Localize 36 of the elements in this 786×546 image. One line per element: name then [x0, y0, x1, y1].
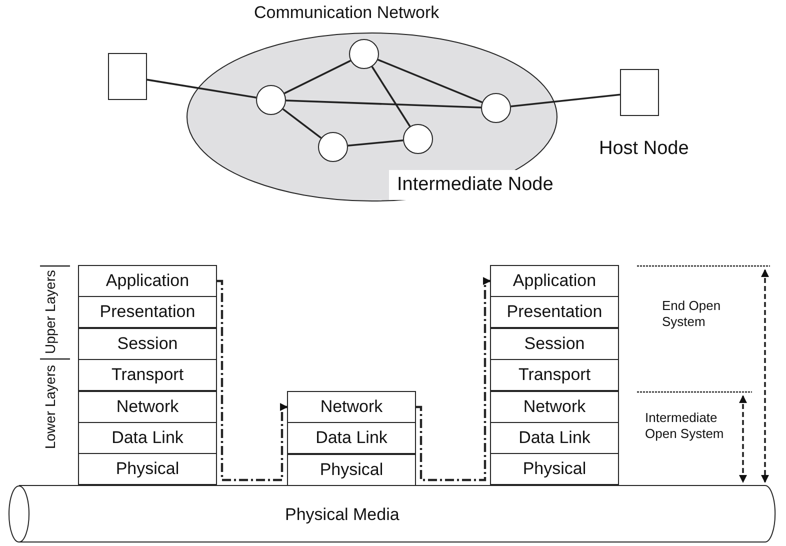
layer-box: Physical — [490, 453, 619, 486]
system-span-label: End Open System — [662, 298, 722, 330]
layer-box: Data Link — [78, 422, 217, 454]
layer-box: Network — [287, 391, 416, 423]
layer-box: Presentation — [490, 296, 619, 328]
link-line — [378, 58, 482, 104]
layer-box: Physical — [287, 454, 416, 486]
layer-box: Application — [490, 265, 619, 297]
layer-box: Presentation — [78, 296, 217, 328]
link-line — [371, 66, 411, 127]
network-title: Communication Network — [254, 3, 440, 23]
link-line — [282, 108, 322, 139]
system-span-label: Intermediate Open System — [645, 410, 725, 442]
layer-box: Transport — [490, 359, 619, 392]
link-line — [146, 78, 256, 98]
layer-box: Transport — [78, 359, 217, 392]
host-box — [620, 69, 659, 116]
layer-box: Data Link — [287, 422, 416, 454]
layer-group-label: Lower Layers — [42, 365, 58, 450]
layer-box: Network — [490, 390, 619, 423]
node-label: Host Node — [599, 138, 689, 160]
data-path-arrow — [217, 280, 288, 482]
layer-box: Network — [78, 390, 217, 423]
layer-box: Physical — [78, 453, 217, 486]
link-line — [510, 94, 620, 108]
link-line — [348, 140, 404, 146]
host-box — [108, 53, 147, 100]
layer-box: Data Link — [490, 422, 619, 454]
layer-box: Session — [78, 328, 217, 360]
media-label: Physical Media — [285, 505, 400, 525]
layer-group-label: Upper Layers — [42, 270, 58, 354]
data-path-arrow — [416, 277, 491, 482]
layer-box: Session — [490, 328, 619, 360]
link-line — [284, 60, 351, 94]
layer-box: Application — [78, 265, 217, 297]
link-line — [286, 100, 482, 108]
